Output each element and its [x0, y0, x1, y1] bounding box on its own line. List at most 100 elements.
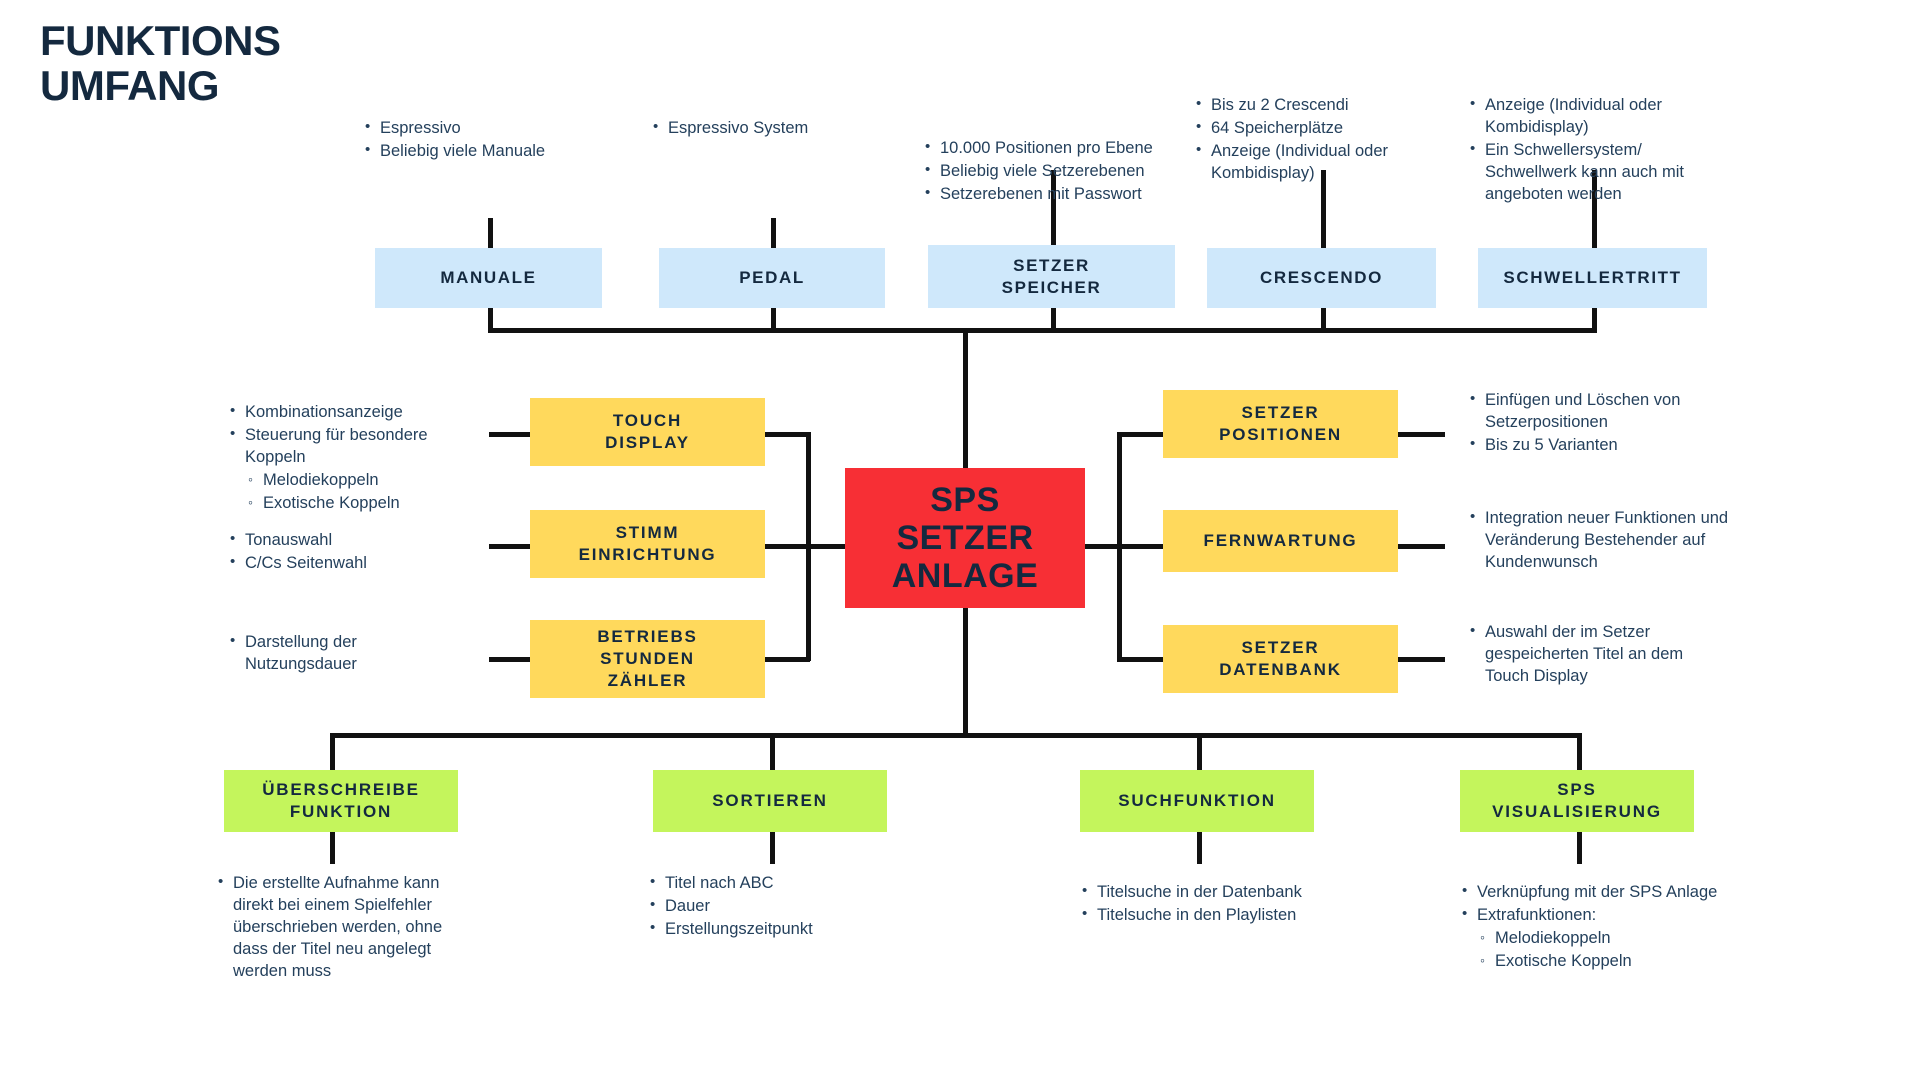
- list-item: Exotische Koppeln: [230, 493, 445, 515]
- connector-stub-pedal: [771, 218, 776, 248]
- connector-right-riser: [1117, 432, 1122, 661]
- connector-drop-manuale: [488, 308, 493, 330]
- list-item: C/Cs Seitenwahl: [230, 552, 445, 575]
- bullets-left-group-1: Kombinationsanzeige Steuerung für besond…: [230, 401, 445, 516]
- list-item: Titelsuche in den Playlisten: [1082, 904, 1352, 927]
- connector-drop-crescendo: [1321, 308, 1326, 330]
- connector-stub-sortieren-bottom: [770, 832, 775, 864]
- connector-stub-setzerspeicher: [1051, 170, 1056, 248]
- list-item: Die erstellte Aufnahme kann direkt bei e…: [218, 872, 478, 983]
- bullets-suchfunktion: Titelsuche in der Datenbank Titelsuche i…: [1082, 881, 1352, 928]
- list-item: Exotische Koppeln: [1462, 951, 1762, 973]
- list-item: Erstellungszeitpunkt: [650, 918, 890, 941]
- list-item: Bis zu 2 Crescendi: [1196, 94, 1428, 117]
- list-item: 10.000 Positionen pro Ebene: [925, 137, 1195, 160]
- connector-right-fernwartung-out: [1397, 544, 1445, 549]
- bullets-schwellertritt: Anzeige (Individual oder Kombidisplay) E…: [1470, 94, 1720, 207]
- list-item: Anzeige (Individual oder Kombidisplay): [1196, 140, 1428, 185]
- connector-spine-top: [963, 328, 968, 468]
- bullets-manuale: Espressivo Beliebig viele Manuale: [365, 117, 580, 164]
- connector-drop-suchfunktion: [1197, 733, 1202, 770]
- box-setzer-datenbank[interactable]: SETZER DATENBANK: [1163, 625, 1398, 693]
- connector-left-touch-out: [764, 432, 810, 437]
- connector-drop-schwellertritt: [1592, 308, 1597, 330]
- box-crescendo[interactable]: CRESCENDO: [1207, 248, 1436, 308]
- connector-drop-sortieren: [770, 733, 775, 770]
- list-item: Kombinationsanzeige: [230, 401, 445, 424]
- bullets-left-group-3: Darstellung der Nutzungsdauer: [230, 631, 430, 677]
- bullets-left-group-2: Tonauswahl C/Cs Seitenwahl: [230, 529, 445, 576]
- connector-right-datenbank-out: [1397, 657, 1445, 662]
- bullets-sps-visualisierung: Verknüpfung mit der SPS Anlage Extrafunk…: [1462, 881, 1762, 974]
- list-item: Tonauswahl: [230, 529, 445, 552]
- box-ueberschreibe-funktion[interactable]: ÜBERSCHREIBE FUNKTION: [224, 770, 458, 832]
- list-item: Auswahl der im Setzer gespeicherten Tite…: [1470, 621, 1720, 688]
- box-manuale[interactable]: MANUALE: [375, 248, 602, 308]
- list-item: Melodiekoppeln: [1462, 928, 1762, 950]
- list-item: Dauer: [650, 895, 890, 918]
- connector-right-datenbank-in: [1117, 657, 1163, 662]
- bullets-pedal: Espressivo System: [653, 117, 853, 141]
- connector-right-fernwartung-in: [1037, 544, 1163, 549]
- list-item: Espressivo System: [653, 117, 853, 140]
- bullets-setzer-datenbank: Auswahl der im Setzer gespeicherten Tite…: [1470, 621, 1720, 689]
- connector-drop-setzerspeicher: [1051, 308, 1056, 330]
- list-item: Ein Schwellersystem/ Schwellwerk kann au…: [1470, 139, 1720, 206]
- list-item: Setzerebenen mit Passwort: [925, 183, 1195, 206]
- box-schwellertritt[interactable]: SCHWELLERTRITT: [1478, 248, 1707, 308]
- box-suchfunktion[interactable]: SUCHFUNKTION: [1080, 770, 1314, 832]
- list-item: 64 Speicherplätze: [1196, 117, 1428, 140]
- list-item: Steuerung für besondere Koppeln: [230, 424, 445, 469]
- connector-stub-visualisierung-bottom: [1577, 832, 1582, 864]
- list-item: Einfügen und Löschen von Setzerpositione…: [1470, 389, 1760, 434]
- connector-left-betriebs: [489, 657, 530, 662]
- bullets-fernwartung: Integration neuer Funktionen und Verände…: [1470, 507, 1760, 575]
- connector-left-stimm: [489, 544, 530, 549]
- box-sps-setzer-anlage[interactable]: SPS SETZER ANLAGE: [845, 468, 1085, 608]
- box-pedal[interactable]: PEDAL: [659, 248, 885, 308]
- list-item: Titel nach ABC: [650, 872, 890, 895]
- list-item: Beliebig viele Manuale: [365, 140, 580, 163]
- connector-left-riser: [806, 432, 811, 661]
- list-item: Anzeige (Individual oder Kombidisplay): [1470, 94, 1720, 139]
- box-sps-visualisierung[interactable]: SPS VISUALISIERUNG: [1460, 770, 1694, 832]
- list-item: Integration neuer Funktionen und Verände…: [1470, 507, 1760, 574]
- connector-stub-suchfunktion-bottom: [1197, 832, 1202, 864]
- list-item: Verknüpfung mit der SPS Anlage: [1462, 881, 1762, 904]
- connector-stub-crescendo: [1321, 170, 1326, 248]
- list-item: Espressivo: [365, 117, 580, 140]
- list-item: Titelsuche in der Datenbank: [1082, 881, 1352, 904]
- bullets-sortieren: Titel nach ABC Dauer Erstellungszeitpunk…: [650, 872, 890, 942]
- connector-left-touch: [489, 432, 530, 437]
- connector-left-betriebs-out: [764, 657, 810, 662]
- box-fernwartung[interactable]: FERNWARTUNG: [1163, 510, 1398, 572]
- connector-bus-top: [488, 328, 1597, 333]
- connector-right-positionen-in: [1117, 432, 1163, 437]
- list-item: Melodiekoppeln: [230, 470, 445, 492]
- box-setzer-positionen[interactable]: SETZER POSITIONEN: [1163, 390, 1398, 458]
- list-item: Bis zu 5 Varianten: [1470, 434, 1760, 457]
- connector-stub-ueberschreibe-bottom: [330, 832, 335, 864]
- list-item: Extrafunktionen:: [1462, 904, 1762, 927]
- bullets-crescendo: Bis zu 2 Crescendi 64 Speicherplätze Anz…: [1196, 94, 1428, 186]
- box-setzer-speicher[interactable]: SETZER SPEICHER: [928, 245, 1175, 308]
- connector-spine-bottom: [963, 608, 968, 736]
- connector-drop-ueberschreibe: [330, 733, 335, 770]
- box-betriebs-stunden-zaehler[interactable]: BETRIEBS STUNDEN ZÄHLER: [530, 620, 765, 698]
- connector-stub-schwellertritt: [1592, 170, 1597, 248]
- connector-drop-pedal: [771, 308, 776, 330]
- connector-stub-manuale: [488, 218, 493, 248]
- connector-bus-bottom: [330, 733, 1580, 738]
- bullets-setzer-positionen: Einfügen und Löschen von Setzerpositione…: [1470, 389, 1760, 458]
- list-item: Beliebig viele Setzerebenen: [925, 160, 1195, 183]
- connector-drop-visualisierung: [1577, 733, 1582, 770]
- connector-left-stimm-out: [764, 544, 890, 549]
- box-sortieren[interactable]: SORTIEREN: [653, 770, 887, 832]
- list-item: Darstellung der Nutzungsdauer: [230, 631, 430, 676]
- box-stimm-einrichtung[interactable]: STIMM EINRICHTUNG: [530, 510, 765, 578]
- page-title: FUNKTIONS UMFANG: [40, 17, 281, 110]
- connector-right-positionen-out: [1397, 432, 1445, 437]
- box-touch-display[interactable]: TOUCH DISPLAY: [530, 398, 765, 466]
- bullets-setzerspeicher: 10.000 Positionen pro Ebene Beliebig vie…: [925, 137, 1195, 207]
